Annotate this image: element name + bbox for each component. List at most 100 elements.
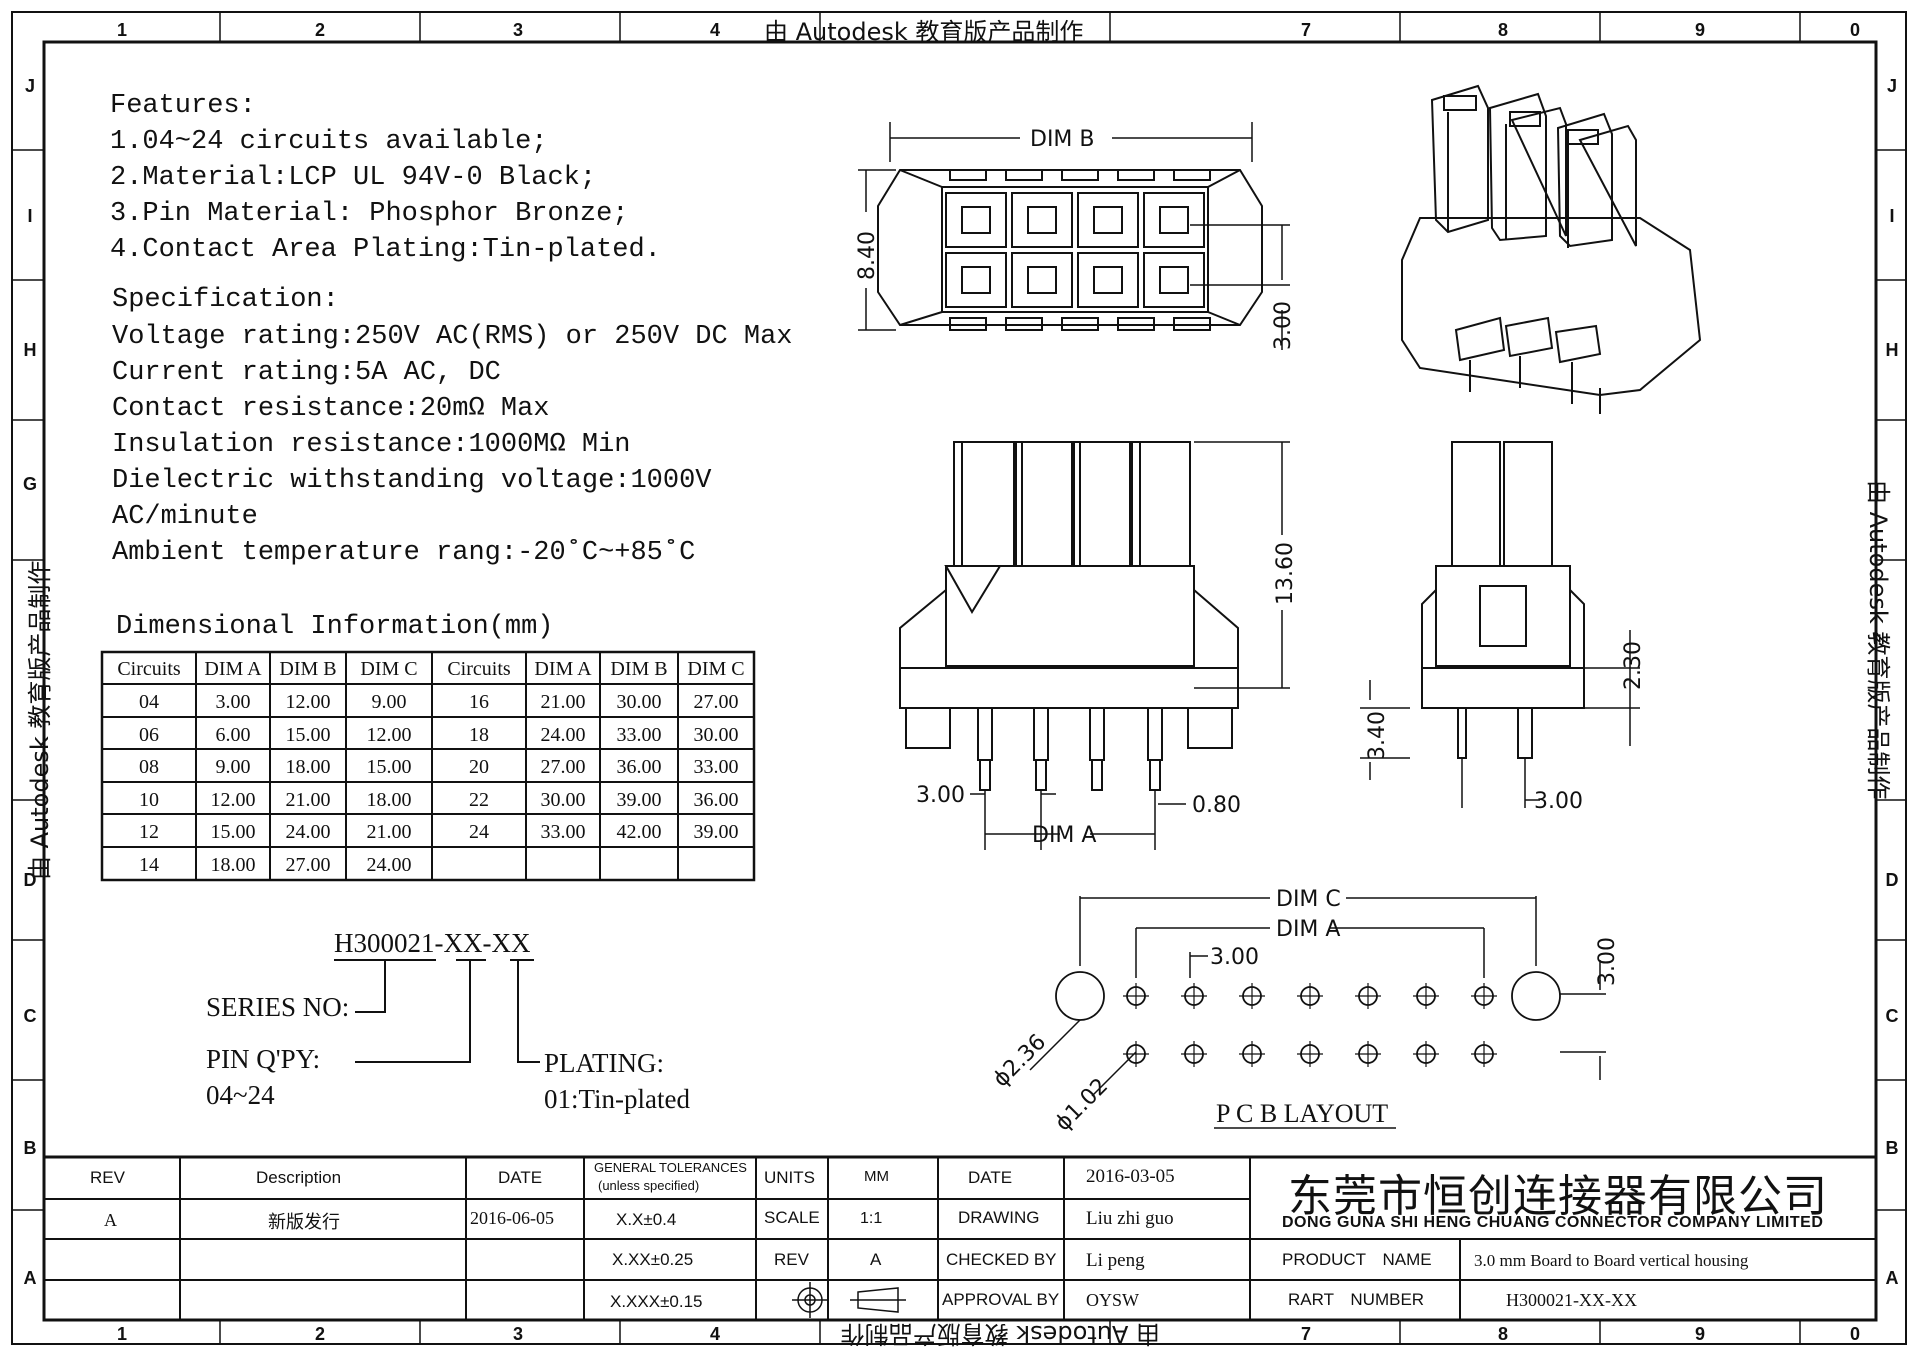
dim-table-cell: 12 bbox=[139, 821, 159, 843]
features-title: Features: bbox=[110, 91, 256, 121]
dim-table-header: DIM C bbox=[687, 658, 744, 680]
dim-table-cell: 30.00 bbox=[617, 691, 662, 713]
grid-row-d: D bbox=[24, 870, 37, 890]
dim-table-cell: 30.00 bbox=[541, 789, 586, 811]
dim-table-cell: 36.00 bbox=[694, 789, 739, 811]
dim-table-cell: 39.00 bbox=[617, 789, 662, 811]
dim-table-header: DIM A bbox=[534, 658, 592, 680]
grid-col-3-b: 3 bbox=[513, 1324, 523, 1344]
dim-table-header: DIM C bbox=[360, 658, 417, 680]
dim-table-cell: 30.00 bbox=[694, 724, 739, 746]
dim-table-cell: 22 bbox=[469, 789, 489, 811]
dim-table-cell: 18 bbox=[469, 724, 489, 746]
dim-table-cell: 15.00 bbox=[286, 724, 331, 746]
series-label: SERIES NO: bbox=[206, 992, 349, 1022]
iso-view bbox=[1401, 84, 1702, 414]
spec-line-7: Ambient temperature rang:-20˚C~+85˚C bbox=[112, 537, 695, 568]
spec-line-5: Dielectric withstanding voltage:1000V bbox=[112, 466, 712, 496]
outer-frame bbox=[11, 11, 1907, 1345]
watermark-right: 由 Autodesk 教育版产品制作 bbox=[1864, 480, 1892, 799]
grid-row-a: A bbox=[24, 1268, 37, 1288]
dim-table-cell: 9.00 bbox=[216, 756, 251, 778]
projection-symbol bbox=[792, 1282, 906, 1318]
dim-300-top: 3.00 bbox=[1271, 301, 1296, 350]
top-view bbox=[877, 169, 1290, 331]
dim-table-cell: 08 bbox=[139, 756, 159, 778]
dim-table-cell: 12.00 bbox=[367, 724, 412, 746]
dim-table-cell: 14 bbox=[139, 854, 159, 876]
pin-080: 0.80 bbox=[1192, 793, 1241, 818]
pitch-side: 3.00 bbox=[1534, 789, 1583, 814]
grid-row-b-r: B bbox=[1886, 1138, 1899, 1158]
dim-table-cell: 21.00 bbox=[367, 821, 412, 843]
dim-230: 2.30 bbox=[1621, 641, 1646, 690]
dim-table-cell: 33.00 bbox=[694, 756, 739, 778]
watermark-left: 由 Autodesk 教育版产品制作 bbox=[26, 561, 54, 880]
feature-line-4: 4.Contact Area Plating:Tin-plated. bbox=[110, 235, 661, 265]
dim-a-label: DIM A bbox=[1032, 823, 1096, 848]
grid-col-0-b: 0 bbox=[1850, 1324, 1860, 1344]
grid-row-c: C bbox=[24, 1006, 37, 1026]
dim-table-cell: 18.00 bbox=[286, 756, 331, 778]
dim-a-pcb-label: DIM A bbox=[1276, 917, 1340, 942]
dim-table-cell: 24.00 bbox=[286, 821, 331, 843]
grid-col-1-b: 1 bbox=[117, 1324, 127, 1344]
pcb-row: 3.00 bbox=[1595, 937, 1620, 986]
top-view-dims bbox=[858, 122, 1283, 350]
grid-row-i-r: I bbox=[1889, 206, 1894, 226]
dim-table-cell: 36.00 bbox=[617, 756, 662, 778]
grid-ticks bbox=[12, 12, 1906, 1344]
grid-col-8-b: 8 bbox=[1498, 1324, 1508, 1344]
grid-col-4-b: 4 bbox=[710, 1324, 720, 1344]
dim-340: 3.40 bbox=[1365, 711, 1390, 760]
pcb-peg-hole bbox=[1055, 971, 1105, 1021]
dim-table-cell: 33.00 bbox=[617, 724, 662, 746]
dim-table-cell: 21.00 bbox=[286, 789, 331, 811]
part-code: H300021-XX-XX bbox=[334, 928, 531, 958]
dim-table-cell: 20 bbox=[469, 756, 489, 778]
pcb-peg-hole bbox=[1511, 971, 1561, 1021]
grid-row-c-r: C bbox=[1886, 1006, 1899, 1026]
dim-table-cell: 27.00 bbox=[286, 854, 331, 876]
pin-range: 04~24 bbox=[206, 1080, 275, 1110]
grid-col-2-b: 2 bbox=[315, 1324, 325, 1344]
grid-row-i: I bbox=[27, 206, 32, 226]
grid-row-g: G bbox=[23, 474, 37, 494]
grid-col-7: 7 bbox=[1301, 20, 1311, 40]
dim-table-cell: 04 bbox=[139, 691, 159, 713]
pcb-title: P C B LAYOUT bbox=[1216, 1099, 1388, 1128]
plating-value: 01:Tin-plated bbox=[544, 1084, 691, 1114]
spec-line-3: Contact resistance:20mΩ Max bbox=[112, 394, 549, 424]
dim-c-label: DIM C bbox=[1276, 887, 1341, 912]
spec-line-2: Current rating:5A AC, DC bbox=[112, 358, 501, 388]
dimensions-title: Dimensional Information(mm) bbox=[116, 612, 553, 642]
grid-labels: 1 2 3 4 7 8 9 0 1 2 3 4 7 8 9 0 J I H G … bbox=[23, 20, 1899, 1344]
dim-table-cell: 6.00 bbox=[216, 724, 251, 746]
dim-table-cell: 33.00 bbox=[541, 821, 586, 843]
grid-row-h-r: H bbox=[1886, 340, 1899, 360]
top-view-labels: DIM B 8.40 3.00 bbox=[855, 127, 1296, 350]
side-view bbox=[1421, 441, 1585, 759]
dim-table-cell: 24.00 bbox=[367, 854, 412, 876]
dim-table-cell: 15.00 bbox=[367, 756, 412, 778]
dim-table-cell: 16 bbox=[469, 691, 489, 713]
features-block: Features: 1.04~24 circuits available; 2.… bbox=[110, 91, 793, 642]
dim-table-cell: 15.00 bbox=[211, 821, 256, 843]
dim-table-cell: 24 bbox=[469, 821, 489, 843]
grid-row-d-r: D bbox=[1886, 870, 1899, 890]
dim-table-cell: 24.00 bbox=[541, 724, 586, 746]
dim-table-cell: 42.00 bbox=[617, 821, 662, 843]
watermark-top: 由 Autodesk 教育版产品制作 bbox=[764, 18, 1083, 46]
dim-table-header: Circuits bbox=[447, 658, 511, 680]
hole-small: ϕ1.02 bbox=[1051, 1074, 1114, 1137]
grid-row-h: H bbox=[24, 340, 37, 360]
front-view-labels: 13.60 3.00 0.80 DIM A bbox=[916, 542, 1298, 848]
dim-table-cell: 12.00 bbox=[286, 691, 331, 713]
grid-col-7-b: 7 bbox=[1301, 1324, 1311, 1344]
grid-row-j-r: J bbox=[1887, 76, 1897, 96]
dim-table-cell: 18.00 bbox=[367, 789, 412, 811]
pcb-holes bbox=[1055, 971, 1561, 1067]
feature-line-1: 1.04~24 circuits available; bbox=[110, 127, 547, 157]
